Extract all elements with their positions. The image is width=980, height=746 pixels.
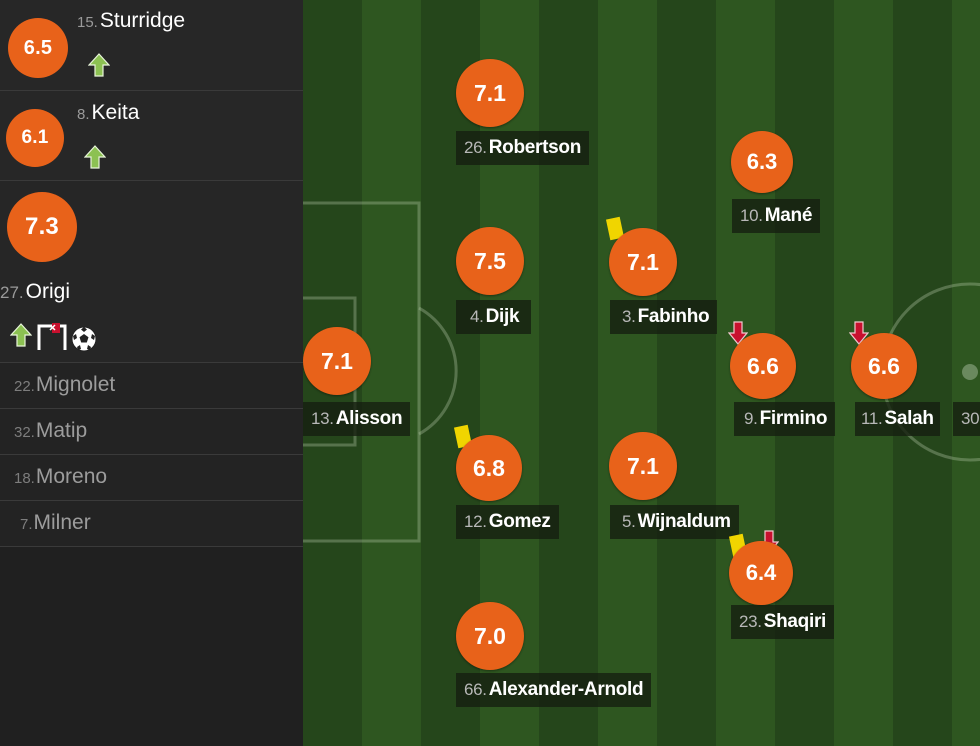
player-name[interactable]: 15.Sturridge (77, 9, 185, 33)
player-name: Salah (884, 408, 934, 429)
shirt-number: 26. (464, 138, 487, 157)
player-name-text: Moreno (35, 465, 108, 488)
rating-badge-mane: 6.3 (731, 131, 793, 193)
shirt-number: 3. (622, 307, 636, 326)
shirt-number: 7. (20, 516, 33, 533)
shirt-number: 23. (739, 612, 762, 631)
player-label-dijk[interactable]: 4.Dijk (456, 300, 532, 334)
player-name: Fabinho (637, 306, 710, 327)
shirt-number: 11. (861, 409, 883, 428)
arrow-up-icon (84, 145, 106, 169)
player-name[interactable]: 27.Origi (0, 280, 70, 304)
player-name: Shaqiri (763, 611, 827, 632)
rating-badge-alexander-arnold: 7.0 (456, 602, 524, 670)
player-name-text: Origi (25, 280, 70, 303)
player-label-wijnaldum[interactable]: 5.Wijnaldum (610, 505, 739, 539)
pitch: 7.1 26.Robertson 6.3 10.Mané 7.5 4.Dijk … (303, 0, 980, 746)
player-label-salah[interactable]: 11.Salah (855, 402, 940, 436)
sub-row-sturridge[interactable]: 6.5 15.Sturridge (0, 0, 303, 91)
sub-row-origi[interactable]: 7.3 27.Origi (0, 181, 303, 363)
shirt-number: 4. (470, 307, 484, 326)
player-label-mane[interactable]: 10.Mané (732, 199, 821, 233)
player-name: 22.Mignolet (14, 373, 115, 397)
player-name: Robertson (488, 137, 582, 158)
player-name: Alisson (335, 408, 403, 429)
player-name[interactable]: 8.Keita (77, 101, 139, 125)
bench-row-matip[interactable]: 32.Matip (0, 409, 303, 455)
shirt-number: 27. (0, 283, 24, 302)
player-name-text: Keita (91, 101, 140, 124)
rating-badge-fabinho: 7.1 (609, 228, 677, 296)
rating-badge-gomez: 6.8 (456, 435, 522, 501)
shirt-number: 22. (14, 378, 35, 395)
player-label-robertson[interactable]: 26.Robertson (456, 131, 590, 165)
rating-badge-firmino: 6.6 (730, 333, 796, 399)
player-name: Alexander-Arnold (488, 679, 644, 700)
bench-row-mignolet[interactable]: 22.Mignolet (0, 363, 303, 409)
player-name: 18.Moreno (14, 465, 107, 489)
shirt-number: 66. (464, 680, 487, 699)
shirt-number: 10. (740, 206, 763, 225)
rating-badge: 7.3 (7, 192, 77, 262)
shirt-number: 12. (464, 512, 487, 531)
player-label-shaqiri[interactable]: 23.Shaqiri (731, 605, 835, 639)
player-name-text: Sturridge (99, 9, 186, 32)
football-icon (71, 326, 97, 352)
player-name: Gomez (488, 511, 551, 532)
player-name-text: Matip (35, 419, 88, 442)
shirt-number: 5. (622, 512, 636, 531)
shirt-number: 13. (311, 409, 334, 428)
substitutes-panel: 6.5 15.Sturridge 6.1 8.Keita 7.3 27.Orig… (0, 0, 303, 746)
arrow-up-icon (10, 323, 32, 347)
shirt-number: 9. (744, 409, 758, 428)
rating-badge-shaqiri: 6.4 (729, 541, 793, 605)
player-name: 7.Milner (20, 511, 91, 535)
player-name-text: Milner (33, 511, 91, 534)
shirt-number: 15. (77, 14, 98, 31)
player-label-alexander-arnold[interactable]: 66.Alexander-Arnold (456, 673, 652, 707)
player-name: Mané (764, 205, 813, 226)
player-name: 32.Matip (14, 419, 87, 443)
arrow-up-icon (88, 53, 110, 77)
rating-badge: 6.1 (6, 109, 64, 167)
rating-badge-wijnaldum: 7.1 (609, 432, 677, 500)
rating-badge: 6.5 (8, 18, 68, 78)
rating-badge-dijk: 7.5 (456, 227, 524, 295)
shirt-number: 30 (961, 409, 980, 428)
player-label-gomez[interactable]: 12.Gomez (456, 505, 559, 539)
shirt-number: 18. (14, 470, 35, 487)
shirt-number: 8. (77, 106, 90, 123)
shirt-number: 32. (14, 424, 35, 441)
player-label-fabinho[interactable]: 3.Fabinho (610, 300, 718, 334)
player-name-text: Mignolet (35, 373, 116, 396)
player-name: Firmino (759, 408, 828, 429)
sub-row-keita[interactable]: 6.1 8.Keita (0, 91, 303, 181)
player-label-alisson[interactable]: 13.Alisson (303, 402, 411, 436)
rating-badge-alisson: 7.1 (303, 327, 371, 395)
rating-badge-salah: 6.6 (851, 333, 917, 399)
goal-post-icon (37, 323, 67, 350)
player-label-cutoff[interactable]: 30 (953, 402, 980, 436)
bench-row-milner[interactable]: 7.Milner (0, 501, 303, 547)
bench-row-moreno[interactable]: 18.Moreno (0, 455, 303, 501)
player-name: Wijnaldum (637, 511, 731, 532)
player-label-firmino[interactable]: 9.Firmino (734, 402, 836, 436)
player-name: Dijk (485, 306, 520, 327)
rating-badge-robertson: 7.1 (456, 59, 524, 127)
